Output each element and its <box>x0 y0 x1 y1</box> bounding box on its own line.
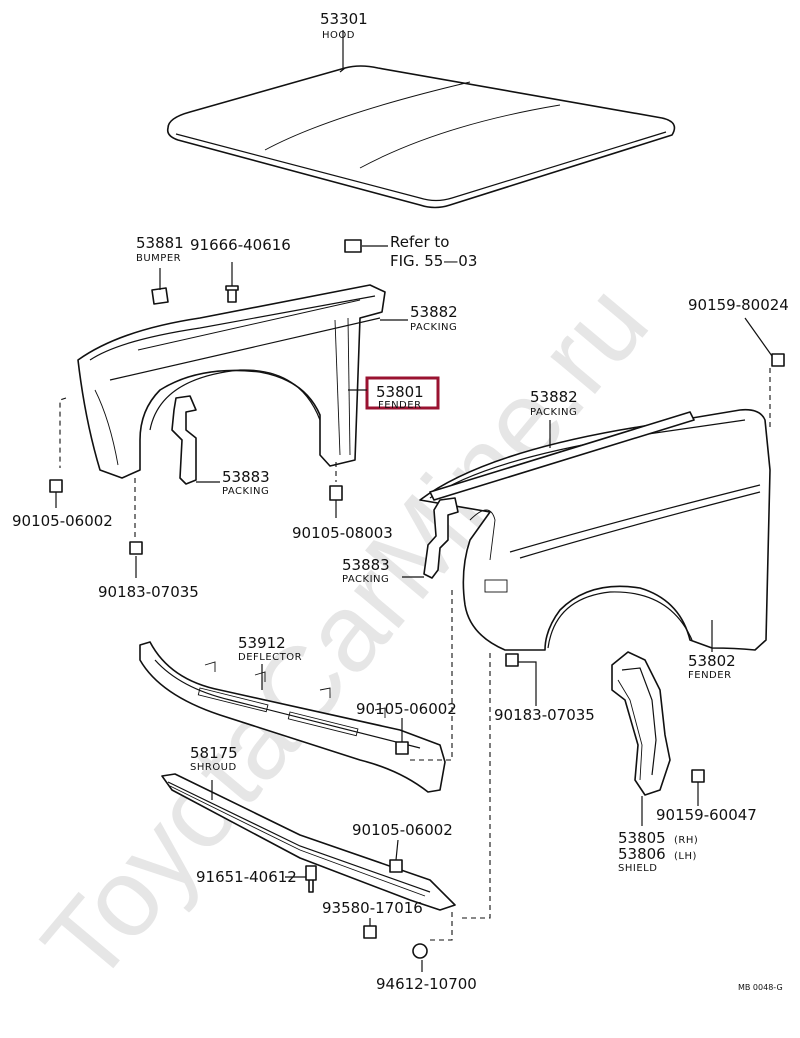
bolt-91666-number: 91666-40616 <box>190 236 291 254</box>
fender-53802-name: FENDER <box>688 670 732 681</box>
shield-rh-number: 53805 <box>618 829 666 847</box>
bumper-name: BUMPER <box>136 253 181 264</box>
bolt-90105-06002-left-number: 90105-06002 <box>12 512 113 530</box>
packing-53882-right-name: PACKING <box>530 407 577 418</box>
shroud-number: 58175 <box>190 744 238 762</box>
bumper-number: 53881 <box>136 234 184 252</box>
bolt-90105-06002-low-part[interactable] <box>389 859 403 873</box>
bolt-90105-08003-part[interactable] <box>329 485 343 501</box>
packing-53883-left-name: PACKING <box>222 486 269 497</box>
shield-lh-number: 53806 <box>618 845 666 863</box>
bolt-91651-number: 91651-40612 <box>196 868 297 886</box>
fender-53801-part[interactable] <box>77 284 386 479</box>
bolt-90159-80024-part[interactable] <box>771 353 785 367</box>
hood-part[interactable] <box>166 65 676 209</box>
hood-name: HOOD <box>322 30 355 41</box>
shield-name: SHIELD <box>618 863 657 874</box>
refer-bracket-part[interactable] <box>344 239 362 253</box>
deflector-number: 53912 <box>238 634 286 652</box>
bolt-90105-08003-number: 90105-08003 <box>292 524 393 542</box>
bolt-90159-60047-part[interactable] <box>691 769 705 783</box>
packing-53883-left-number: 53883 <box>222 468 270 486</box>
hood-number: 53301 <box>320 10 368 28</box>
packing-53882-right-number: 53882 <box>530 388 578 406</box>
packing-53883-right-number: 53883 <box>342 556 390 574</box>
highlight-box <box>365 376 440 410</box>
packing-53883-left-part[interactable] <box>171 395 197 485</box>
bolt-90105-06002-low-number: 90105-06002 <box>352 821 453 839</box>
bolt-90159-60047-number: 90159-60047 <box>656 806 757 824</box>
packing-53882-left-number: 53882 <box>410 303 458 321</box>
nut-90183-07035-right-number: 90183-07035 <box>494 706 595 724</box>
fender-53802-number: 53802 <box>688 652 736 670</box>
bolt-90105-06002-mid-number: 90105-06002 <box>356 700 457 718</box>
shroud-58175-part[interactable] <box>161 773 456 911</box>
packing-53883-right-name: PACKING <box>342 574 389 585</box>
shroud-name: SHROUD <box>190 762 237 773</box>
fender-53801-number[interactable]: 53801 <box>376 383 424 401</box>
bolt-90105-06002-left-part[interactable] <box>49 479 63 493</box>
deflector-53912-part[interactable] <box>139 641 446 793</box>
refer-line2: FIG. 55—03 <box>390 252 477 270</box>
figure-code: MB 0048-G <box>738 983 783 992</box>
bolt-90105-06002-mid-part[interactable] <box>395 741 409 755</box>
packing-53882-right-part[interactable] <box>429 411 695 501</box>
deflector-name: DEFLECTOR <box>238 652 302 663</box>
bolt-91651-part[interactable] <box>305 865 317 893</box>
nut-90183-07035-right-part[interactable] <box>505 653 519 667</box>
shield-rh-side: (RH) <box>674 835 698 846</box>
packing-53883-right-part[interactable] <box>423 497 459 579</box>
nut-90183-07035-left-part[interactable] <box>129 541 143 555</box>
packing-53882-left-name: PACKING <box>410 322 457 333</box>
refer-line1: Refer to <box>390 233 449 251</box>
screw-93580-number: 93580-17016 <box>322 899 423 917</box>
nut-90183-07035-left-number: 90183-07035 <box>98 583 199 601</box>
shield-part[interactable] <box>611 651 671 796</box>
bumper-53881-part[interactable] <box>151 287 169 305</box>
screw-93580-part[interactable] <box>363 925 377 939</box>
washer-94612-part[interactable] <box>412 943 428 959</box>
bolt-90159-80024-number: 90159-80024 <box>688 296 789 314</box>
bolt-91666-part[interactable] <box>225 285 239 303</box>
washer-94612-number: 94612-10700 <box>376 975 477 993</box>
fender-53801-name: FENDER <box>378 400 422 411</box>
shield-lh-side: (LH) <box>674 851 697 862</box>
